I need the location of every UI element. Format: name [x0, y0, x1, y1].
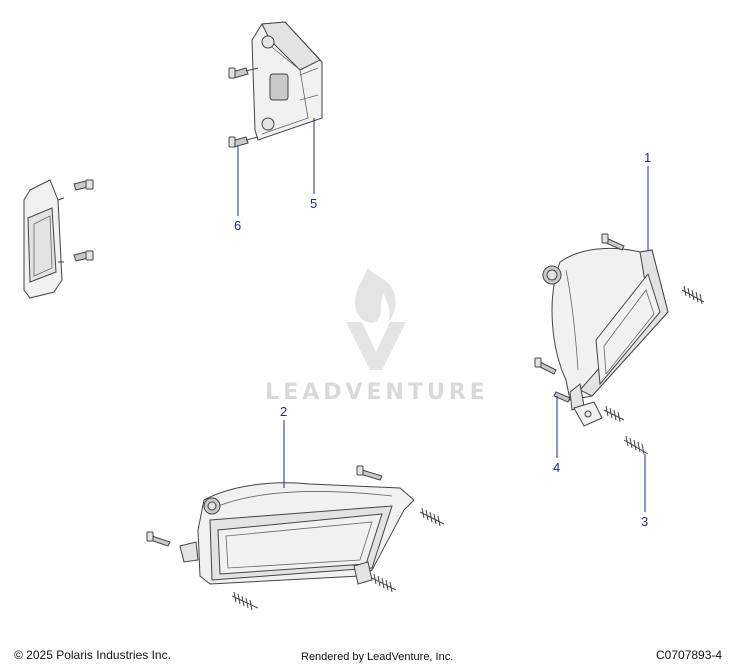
- callout-5[interactable]: 5: [310, 196, 318, 211]
- bolt-2-left[interactable]: [146, 531, 171, 547]
- spring-1-upper[interactable]: [681, 285, 705, 305]
- callout-2[interactable]: 2: [280, 404, 288, 419]
- screw-6-upper[interactable]: [228, 67, 259, 79]
- spring-2-lower-right[interactable]: [371, 573, 397, 593]
- callout-4[interactable]: 4: [553, 460, 561, 475]
- spring-2-lower-left[interactable]: [231, 591, 259, 611]
- rendered-by-text: Rendered by LeadVenture, Inc.: [301, 651, 454, 663]
- callout-3[interactable]: 3: [641, 514, 649, 529]
- screw-side-upper[interactable]: [73, 179, 94, 191]
- leadventure-watermark-logo: [346, 268, 406, 370]
- headlight-1[interactable]: [542, 247, 669, 411]
- bracket-4[interactable]: [553, 391, 603, 427]
- spring-2-right[interactable]: [419, 507, 445, 527]
- side-marker-lamp[interactable]: [23, 179, 65, 299]
- callout-6[interactable]: 6: [234, 218, 242, 233]
- bracket-housing-5[interactable]: [251, 21, 323, 141]
- spring-3-lower[interactable]: [623, 435, 649, 455]
- bolt-2-upper[interactable]: [356, 465, 383, 481]
- diagram-code: C0707893-4: [656, 648, 723, 662]
- screw-6-lower[interactable]: [228, 136, 259, 148]
- spring-3-upper[interactable]: [603, 405, 625, 423]
- screw-side-lower[interactable]: [73, 250, 94, 262]
- callout-1[interactable]: 1: [644, 150, 652, 165]
- watermark-text: LEADVENTURE: [265, 380, 489, 405]
- bolt-1-lower[interactable]: [534, 357, 557, 375]
- bolt-1-upper[interactable]: [601, 233, 625, 251]
- headlight-2[interactable]: [179, 482, 415, 585]
- copyright-text: © 2025 Polaris Industries Inc.: [14, 648, 171, 662]
